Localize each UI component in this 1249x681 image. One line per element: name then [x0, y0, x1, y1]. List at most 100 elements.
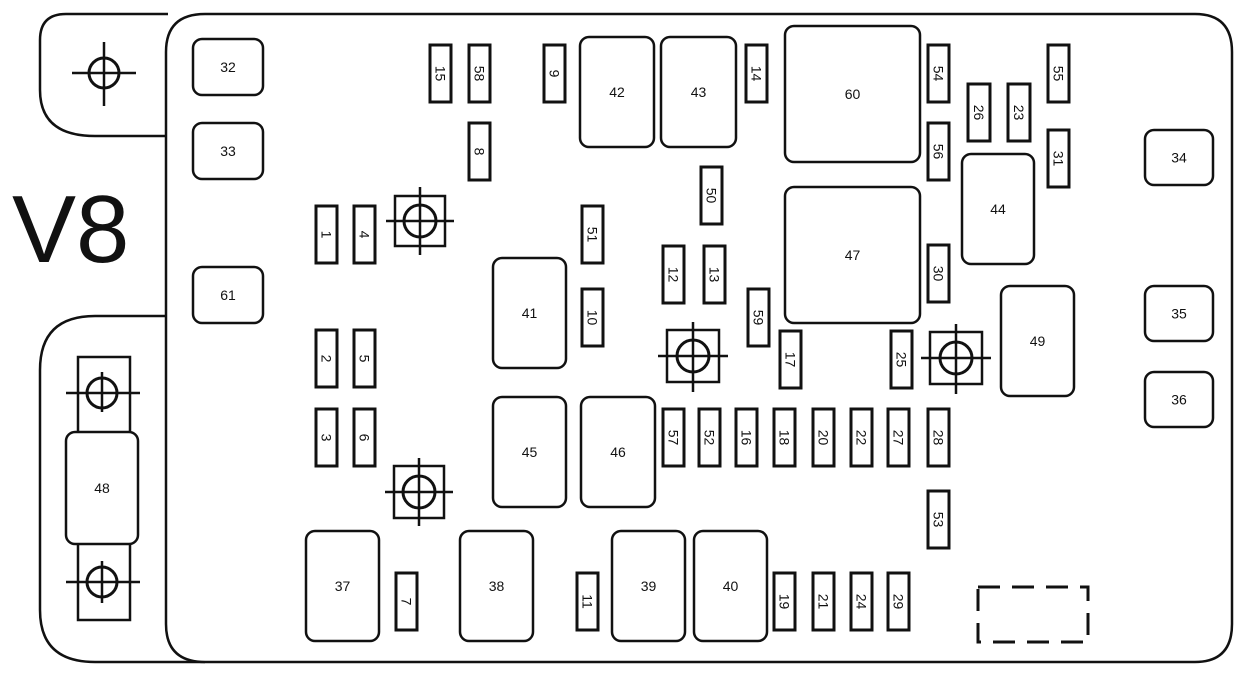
relay-label: 34 [1171, 150, 1187, 166]
fuse-52: 52 [697, 407, 722, 468]
relay-label: 47 [845, 247, 861, 263]
fuse-label: 27 [891, 430, 907, 446]
fuse-outline [352, 204, 377, 265]
fuse-outline [734, 407, 759, 468]
fuse-label: 29 [891, 594, 907, 610]
relay-61: 61 [191, 265, 265, 325]
spare-location-outline [976, 585, 1090, 644]
relay-32: 32 [191, 37, 265, 97]
relay-outline [960, 152, 1036, 266]
fuse-label: 28 [931, 430, 947, 446]
relay-outline [659, 35, 738, 149]
fuse-label: 5 [357, 355, 373, 363]
fuse-label: 53 [931, 512, 947, 528]
fuse-2: 2 [314, 328, 339, 389]
fuse-label: 24 [854, 594, 870, 610]
mounting-stud-icon [72, 42, 136, 106]
fuse-22: 22 [849, 407, 874, 468]
relay-label: 38 [489, 578, 505, 594]
fuse-label: 1 [319, 231, 335, 239]
relay-outline [610, 529, 687, 643]
relay-37: 37 [304, 529, 381, 643]
fuse-label: 8 [472, 148, 488, 156]
fuse-11: 11 [575, 571, 600, 632]
relay-label: 36 [1171, 392, 1187, 408]
relay-outline [191, 121, 265, 181]
relay-outline [458, 529, 535, 643]
fuse-label: 2 [319, 355, 335, 363]
mounting-stud-icon [385, 458, 453, 526]
mounting-stud-icon [386, 187, 454, 255]
fuse-51: 51 [580, 204, 605, 265]
fuse-outline [926, 121, 951, 182]
fuse-outline [886, 571, 911, 632]
relay-outline [692, 529, 769, 643]
fuse-label: 15 [433, 66, 449, 82]
fuse-18: 18 [772, 407, 797, 468]
fuse-50: 50 [699, 165, 724, 226]
relay-label: 46 [610, 444, 626, 460]
relay-label: 61 [220, 287, 236, 303]
relay-outline [491, 395, 568, 509]
fuse-label: 14 [749, 66, 765, 82]
fuse-label: 57 [666, 430, 682, 446]
fuse-label: 22 [854, 430, 870, 446]
relay-label: 42 [609, 84, 625, 100]
relay-outline [491, 256, 568, 370]
fuse-outline [352, 328, 377, 389]
relay-46: 46 [579, 395, 657, 509]
fuse-23: 23 [1006, 82, 1032, 143]
fuse-label: 51 [585, 227, 601, 243]
fuse-54: 54 [926, 43, 951, 104]
relay-label: 41 [522, 305, 538, 321]
relay-43: 43 [659, 35, 738, 149]
fuse-9: 9 [542, 43, 567, 104]
fuse-outline [428, 43, 453, 104]
fuse-label: 19 [777, 594, 793, 610]
fuse-outline [1046, 128, 1071, 189]
fuse-label: 11 [580, 594, 596, 609]
fuse-outline [746, 287, 771, 348]
fuse-4: 4 [352, 204, 377, 265]
fuse-57: 57 [661, 407, 686, 468]
fuse-24: 24 [849, 571, 874, 632]
relay-label: 45 [522, 444, 538, 460]
fuse-outline [926, 489, 951, 550]
fuse-59: 59 [746, 287, 771, 348]
fuse-outline [580, 287, 605, 348]
fuse-outline [661, 244, 686, 305]
fuse-label: 59 [751, 310, 767, 326]
fuse-label: 26 [971, 105, 987, 121]
fuse-label: 13 [707, 267, 723, 283]
fuse-outline [699, 165, 724, 226]
relay-33: 33 [191, 121, 265, 181]
relay-label: 43 [691, 84, 707, 100]
fuse-label: 55 [1051, 66, 1067, 82]
relay-outline [1143, 370, 1215, 429]
relay-49: 49 [999, 284, 1076, 398]
fuse-outline [314, 328, 339, 389]
fuse-6: 6 [352, 407, 377, 468]
relay-outline [578, 35, 656, 149]
fuse-outline [744, 43, 769, 104]
relay-label: 60 [845, 86, 861, 102]
fuse-outline [772, 571, 797, 632]
fuse-outline [886, 407, 911, 468]
fuse-label: 52 [702, 430, 718, 446]
fuse-outline [811, 407, 836, 468]
fuse-label: 54 [931, 66, 947, 82]
relay-outline [783, 24, 922, 164]
fuse-outline [966, 82, 992, 143]
relay-outline [64, 430, 140, 546]
relay-45: 45 [491, 395, 568, 509]
relay-38: 38 [458, 529, 535, 643]
relay-label: 48 [94, 480, 110, 496]
fuse-label: 16 [739, 430, 755, 446]
fuse-label: 20 [816, 430, 832, 446]
fuse-30: 30 [926, 243, 951, 304]
fuse-label: 3 [319, 434, 335, 442]
fuse-26: 26 [966, 82, 992, 143]
relay-42: 42 [578, 35, 656, 149]
fuse-1: 1 [314, 204, 339, 265]
